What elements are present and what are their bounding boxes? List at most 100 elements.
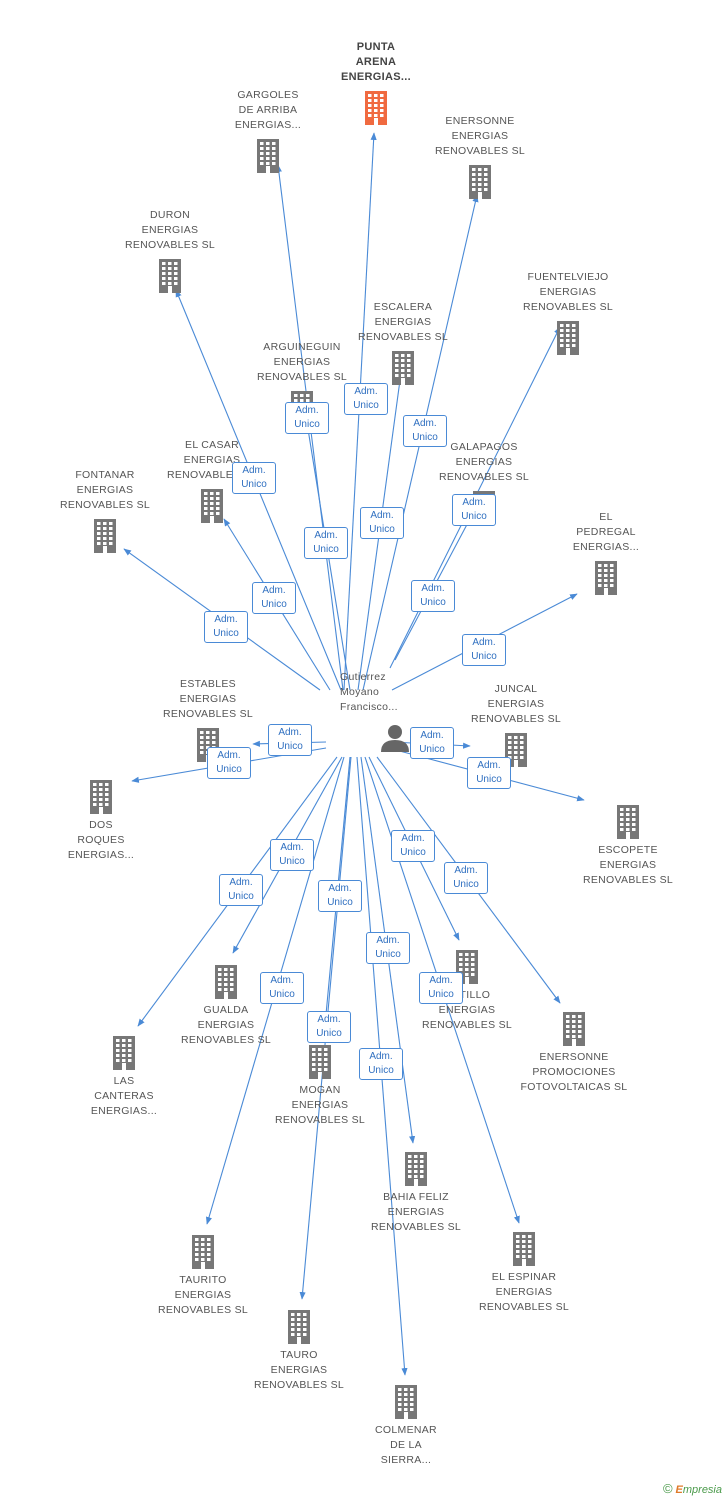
edge-label-line: Unico [419,744,445,755]
edge-label-line: Adm. [317,1014,341,1025]
edge-label-line: Adm. [217,750,241,761]
edge-label-estables[interactable]: Adm.Unico [268,724,312,756]
edge-label-line: Adm. [477,760,501,771]
building-icon [405,1152,427,1186]
company-label-line: RENOVABLES SL [582,874,674,886]
edge-label-escopete[interactable]: Adm.Unico [467,757,511,789]
building-icon [215,965,237,999]
company-label-line: GALAPAGOS [450,441,518,453]
company-label-line: RENOVABLES SL [478,1301,570,1313]
edge-label-line: Unico [453,879,479,890]
edge-label-el-pedregal[interactable]: Adm.Unico [462,634,506,666]
edge-label-line: Adm. [270,975,294,986]
edge-label-line: Adm. [454,865,478,876]
edge-label-duron[interactable]: Adm.Unico [232,462,276,494]
edge-label-potillo[interactable]: Adm.Unico [391,830,435,862]
company-label-line: ENERGIAS... [90,1105,158,1117]
edge-label-gargoles[interactable]: Adm.Unico [285,402,329,434]
edge-label-line: Unico [216,764,242,775]
company-label-line: TAURITO [179,1274,227,1286]
edge-label-dos-roques[interactable]: Adm. Unico [207,747,251,779]
edge-label-tauro[interactable]: Adm. Unico [307,1011,351,1043]
building-icon [309,1045,331,1079]
company-label-line: ENERGIAS [451,130,509,142]
edge-label-colmenar[interactable]: Adm.Unico [359,1048,403,1080]
edge-label-line: Unico [277,741,303,752]
person-icon [381,725,409,752]
company-label-line: BAHIA FELIZ [383,1191,449,1203]
building-icon [257,139,279,173]
company-label-line: RENOVABLES SL [274,1114,366,1126]
edge-label-juncal[interactable]: Adm. Unico [410,727,454,759]
company-label-line: ENERGIAS [374,316,432,328]
company-label-line: ENERGIAS... [341,71,411,83]
edge-label-el-casar[interactable]: Adm.Unico [252,582,296,614]
edge-label-line: Adm. [420,730,444,741]
company-label-line: ESTABLES [180,678,236,690]
edge-label-fuentelviejo[interactable]: Adm.Unico [452,494,496,526]
edge-label-taurito[interactable]: Adm. Unico [260,972,304,1004]
edge-label-enersonne-promociones[interactable]: Adm. Unico [444,862,488,894]
edge-label-enersonne[interactable]: Adm.Unico [403,415,447,447]
edge-label-line: Unico [428,989,454,1000]
edge-label-bahia-feliz[interactable]: Adm.Unico [366,932,410,964]
center-person-node[interactable]: Gutierrez Moyano Francisco... [340,670,450,753]
edge-label-mogan[interactable]: Adm.Unico [318,880,362,912]
company-label-line: ENERGIAS [183,454,241,466]
company-label-line: ENERGIAS [495,1286,553,1298]
edge-label-line: Unico [269,989,295,1000]
edge-label-line: Adm. [328,883,352,894]
edge-label-gualda[interactable]: Adm.Unico [270,839,314,871]
company-label-line: RENOVABLES SL [162,708,254,720]
edge-label-punta-arena[interactable]: Adm.Unico [344,383,388,415]
edge-label-line: Unico [313,544,339,555]
company-label-line: RENOVABLES SL [470,713,562,725]
edge-label-el-espinar[interactable]: Adm.Unico [419,972,463,1004]
company-label-line: RENOVABLES SL [256,371,348,383]
edge-label-fontanar[interactable]: Adm.Unico [204,611,248,643]
edge-label-las-canteras[interactable]: Adm.Unico [219,874,263,906]
company-label-line: MOGAN [299,1084,341,1096]
edge-label-line: Unico [316,1028,342,1039]
company-label-line: ARENA [355,56,397,68]
edge-label-galapagos[interactable]: Adm.Unico [411,580,455,612]
edge-label-arguineguin[interactable]: Adm.Unico [304,527,348,559]
edge-label-escalera[interactable]: Adm.Unico [360,507,404,539]
footer-brand[interactable]: ©Empresia [663,1481,722,1496]
edge-label-line: Unico [261,599,287,610]
